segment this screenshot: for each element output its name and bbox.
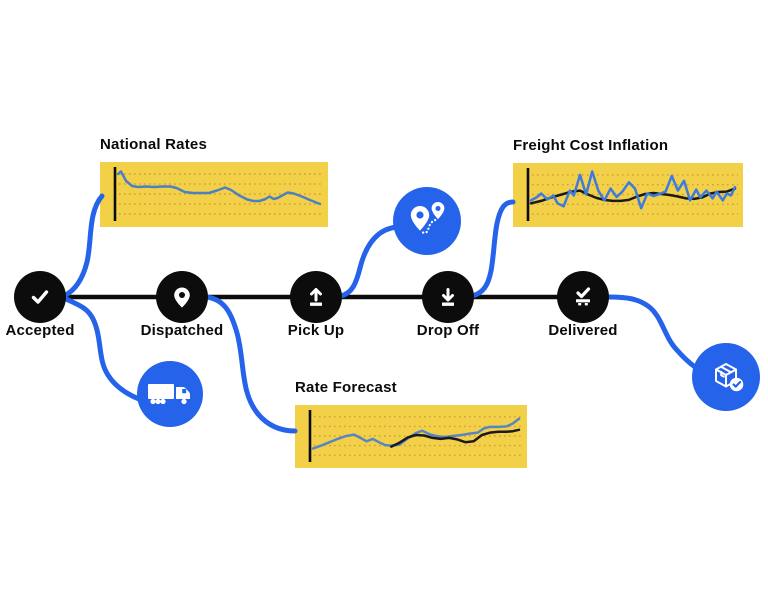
stage-label-dropoff: Drop Off <box>416 322 480 339</box>
timeline-node-dispatched <box>156 271 208 323</box>
national-rates-chart <box>100 162 328 227</box>
route-pins-badge <box>393 187 461 255</box>
connector-accepted-to-national-rates <box>61 193 105 299</box>
chart-title-rate-forecast: Rate Forecast <box>295 379 397 396</box>
freight-cost-inflation-chart <box>513 163 743 227</box>
download-icon <box>442 288 454 306</box>
stage-label-accepted: Accepted <box>5 322 75 339</box>
location-pin-icon <box>174 287 190 308</box>
route-pins-icon <box>410 202 445 234</box>
connector-pickup-to-route-pins <box>338 224 399 299</box>
timeline-node-delivered <box>557 271 609 323</box>
stage-label-pickup: Pick Up <box>287 322 345 339</box>
package-badge <box>692 343 760 411</box>
stage-label-dispatched: Dispatched <box>140 322 224 339</box>
truck-badge <box>137 361 203 427</box>
rate-forecast-chart <box>295 405 527 468</box>
delivered-check-icon <box>576 287 591 306</box>
connector-dropoff-to-freight-chart <box>469 199 516 299</box>
connector-dispatched-to-rate-forecast <box>203 294 298 434</box>
connector-delivered-to-package <box>606 294 698 370</box>
upload-icon <box>310 288 322 306</box>
chart-title-freight-cost-inflation: Freight Cost Inflation <box>513 137 669 154</box>
timeline-node-accepted <box>14 271 66 323</box>
check-icon <box>31 290 49 304</box>
timeline-node-dropoff <box>422 271 474 323</box>
stage-label-delivered: Delivered <box>548 322 618 339</box>
chart-title-national-rates: National Rates <box>100 136 207 153</box>
timeline-node-pickup <box>290 271 342 323</box>
package-check-icon <box>715 363 744 392</box>
connector-accepted-to-truck <box>61 295 142 402</box>
truck-icon <box>148 384 190 405</box>
